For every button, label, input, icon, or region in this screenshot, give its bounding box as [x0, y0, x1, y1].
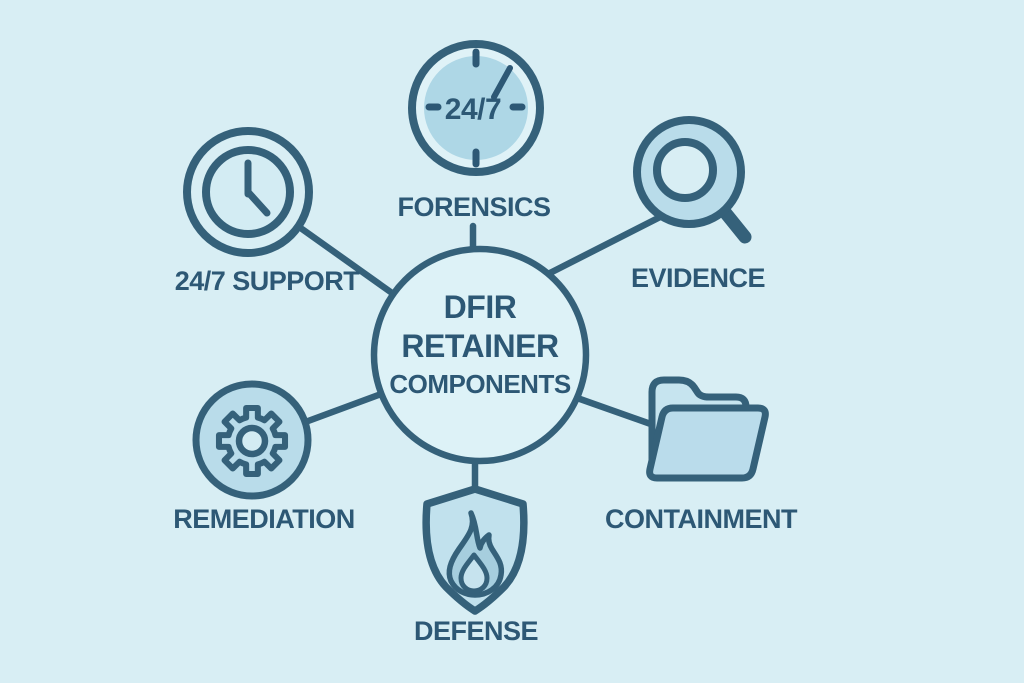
gear-icon [192, 380, 312, 500]
shield-flame-icon [422, 485, 528, 615]
connector-support [298, 225, 396, 297]
node-label-containment: CONTAINMENT [605, 504, 798, 534]
node-containment: CONTAINMENT [605, 376, 798, 534]
clock-hand-slash [491, 65, 513, 100]
node-evidence: EVIDENCE [631, 116, 766, 293]
clock-24-7-icon: 24/7 [408, 40, 544, 176]
folder-front [646, 404, 769, 482]
connector-evidence [544, 209, 672, 278]
connector-remediation [296, 386, 396, 428]
magnifier-lens [653, 138, 717, 202]
support-clock-outer-ring [183, 127, 313, 257]
node-label-evidence: EVIDENCE [631, 263, 765, 293]
folder-icon [646, 376, 769, 482]
connectors [296, 209, 672, 506]
node-label-support: 24/7 SUPPORT [175, 266, 361, 296]
node-label-remediation: REMEDIATION [173, 504, 355, 534]
central-circle [370, 245, 590, 465]
node-label-forensics: FORENSICS [397, 192, 550, 222]
gear-hole [235, 424, 269, 458]
node-label-defense: DEFENSE [414, 616, 538, 646]
magnifier-handle [717, 204, 752, 244]
clock-icon [183, 127, 313, 257]
magnifier-icon [633, 116, 752, 244]
central-title-line2: RETAINER [401, 328, 559, 364]
central-title-line3: COMPONENTS [389, 369, 571, 399]
clock-ticks [425, 48, 526, 168]
central-title-line1: DFIR [444, 289, 517, 325]
support-clock-hands [244, 159, 271, 217]
node-remediation: REMEDIATION [173, 380, 355, 534]
node-defense: DEFENSE [414, 485, 539, 646]
central-node: DFIR RETAINER COMPONENTS [370, 245, 590, 465]
flame-inner [458, 552, 490, 594]
node-forensics: 24/7 FORENSICS [397, 40, 551, 222]
node-support: 24/7 SUPPORT [175, 127, 361, 296]
